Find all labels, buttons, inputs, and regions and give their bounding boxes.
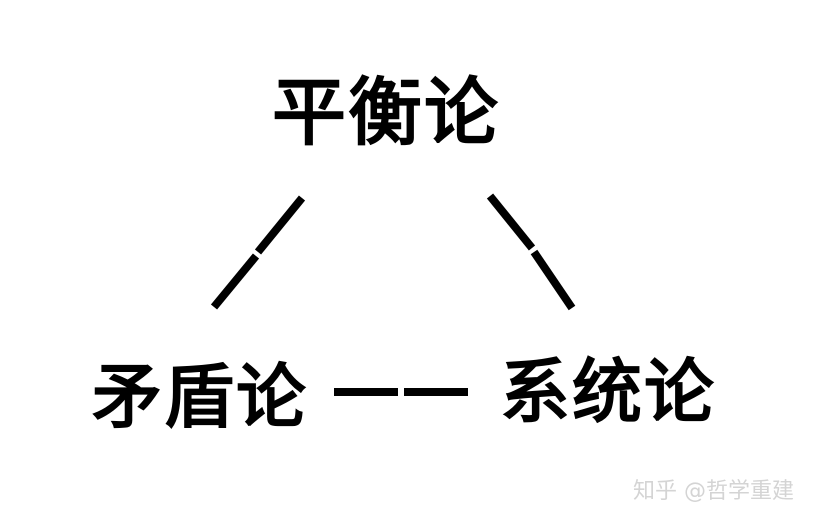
watermark: 知乎 @哲学重建: [633, 479, 794, 504]
connector-top-right-seg-1: [486, 193, 536, 251]
connector-top-left-seg-1: [254, 195, 306, 255]
node-balance-theory: 平衡论: [272, 70, 500, 156]
node-systems-theory: 系统论: [500, 351, 716, 433]
connector-top-right-seg-2: [530, 249, 576, 311]
connector-top-left-seg-2: [210, 253, 260, 310]
node-contradiction-theory: 矛盾论: [92, 356, 308, 438]
